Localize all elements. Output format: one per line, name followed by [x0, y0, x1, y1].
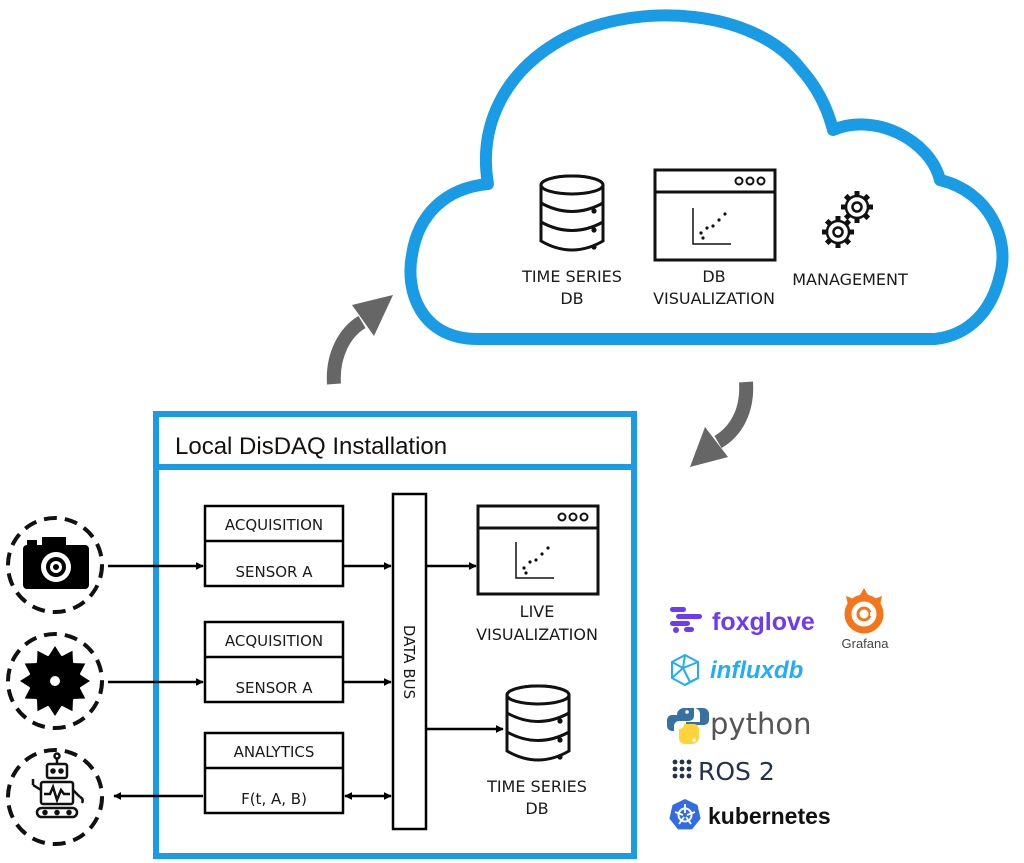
db-visualization-label-2: VISUALIZATION [653, 289, 775, 308]
database-icon [539, 174, 605, 252]
acquisition-block-2: ACQUISITION SENSOR A [203, 620, 345, 704]
python-logo: python [667, 707, 811, 744]
connectors [108, 562, 504, 800]
local-time-series-label-2: DB [525, 799, 548, 818]
ros2-logo: ROS 2 [672, 757, 775, 786]
management-label: MANAGEMENT [792, 270, 908, 289]
camera-device [6, 516, 104, 614]
analytics-block: ANALYTICS F(t, A, B) [203, 731, 345, 815]
kubernetes-logo: kubernetes [669, 799, 831, 830]
saw-device [6, 632, 104, 730]
saw-blade-icon [20, 646, 90, 716]
block-2-top-label: ACQUISITION [225, 632, 323, 650]
grafana-icon [844, 588, 884, 634]
data-bus-label: DATA BUS [400, 625, 418, 699]
robot-device [6, 748, 104, 846]
grafana-logo: Grafana [842, 588, 890, 651]
block-1-top-label: ACQUISITION [225, 516, 323, 534]
foxglove-icon [670, 607, 702, 633]
influxdb-logo: influxdb [671, 653, 803, 687]
cloud-time-series-label-1: TIME SERIES [521, 267, 622, 286]
ros2-wordmark: ROS 2 [698, 757, 775, 786]
live-visualization-icon [476, 504, 600, 596]
influxdb-icon [671, 653, 699, 687]
upload-arrow [326, 295, 393, 385]
analytics-bottom-label: F(t, A, B) [241, 790, 307, 808]
cloud: TIME SERIES DB DB VISUALIZATION [404, 9, 1009, 345]
cloud-time-series-label-2: DB [560, 289, 583, 308]
foxglove-logo: foxglove [670, 607, 815, 636]
gears-icon [822, 191, 873, 248]
data-bus: DATA BUS [391, 492, 428, 831]
python-wordmark: python [710, 707, 811, 741]
kubernetes-wordmark: kubernetes [708, 803, 831, 829]
robot-icon [31, 752, 84, 819]
influxdb-wordmark: influxdb [710, 657, 803, 684]
live-visualization-label-1: LIVE [520, 602, 555, 621]
local-time-series-label-1: TIME SERIES [486, 777, 587, 796]
block-1-bottom-label: SENSOR A [236, 563, 314, 581]
live-visualization-label-2: VISUALIZATION [476, 625, 598, 644]
local-database-icon [505, 684, 571, 762]
python-icon [667, 708, 709, 744]
grafana-wordmark: Grafana [842, 636, 890, 651]
db-visualization-label-1: DB [702, 267, 725, 286]
foxglove-wordmark: foxglove [712, 608, 815, 636]
analytics-top-label: ANALYTICS [234, 743, 315, 761]
ros-dots-icon [672, 759, 692, 779]
camera-icon [23, 537, 89, 589]
download-arrow [690, 381, 754, 467]
local-installation-title: Local DisDAQ Installation [175, 433, 447, 460]
visualization-window-icon [653, 168, 777, 262]
acquisition-block-1: ACQUISITION SENSOR A [203, 504, 345, 588]
block-2-bottom-label: SENSOR A [236, 679, 314, 697]
kubernetes-icon [669, 799, 701, 830]
